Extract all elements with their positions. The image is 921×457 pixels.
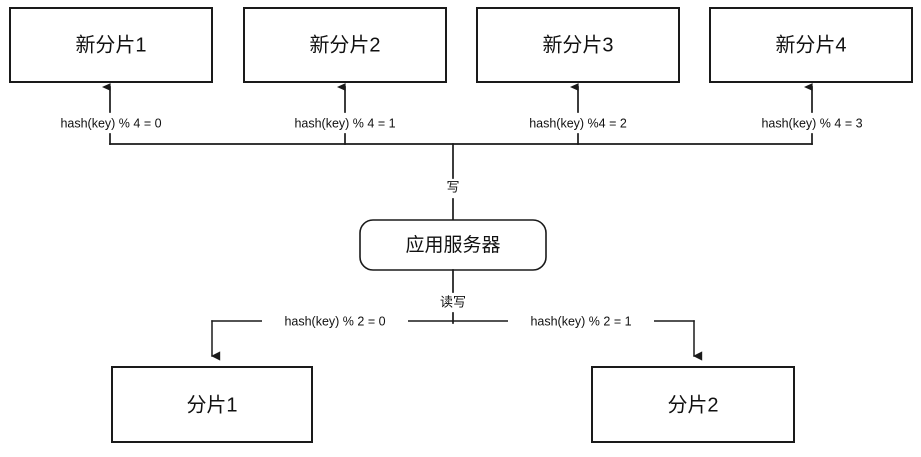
application-server-label: 应用服务器 xyxy=(405,234,500,256)
old-shard-box-1[interactable] xyxy=(111,366,313,443)
new-shard-node-2[interactable]: 新分片2 xyxy=(243,7,447,83)
hash2-label-bg-1 xyxy=(262,312,408,330)
readwrite-label: 读写 xyxy=(440,294,466,309)
new-shard-label-3: 新分片3 xyxy=(542,33,613,56)
write-label: 写 xyxy=(446,179,459,194)
new-shard-box-2[interactable] xyxy=(243,7,447,83)
old-shard-node-2[interactable]: 分片2 xyxy=(591,366,795,443)
new-shard-label-2: 新分片2 xyxy=(309,33,380,56)
new-shard-label-1: 新分片1 xyxy=(75,33,146,56)
hash-label-bg-4 xyxy=(737,114,887,132)
hash-label-bg-2 xyxy=(270,114,420,132)
new-shard-node-4[interactable]: 新分片4 xyxy=(709,7,913,83)
hash2-label-1: hash(key) % 2 = 0 xyxy=(284,314,385,328)
new-shard-node-1[interactable]: 新分片1 xyxy=(9,7,213,83)
old-shard-box-2[interactable] xyxy=(591,366,795,443)
old-shard-node-1[interactable]: 分片1 xyxy=(111,366,313,443)
hash2-label-bg-2 xyxy=(508,312,654,330)
hash-label-4: hash(key) % 4 = 3 xyxy=(761,116,862,130)
old-shard-label-2: 分片2 xyxy=(667,393,718,416)
new-shard-box-4[interactable] xyxy=(709,7,913,83)
new-shard-label-4: 新分片4 xyxy=(775,33,846,56)
hash-label-1: hash(key) % 4 = 0 xyxy=(60,116,161,130)
new-shard-node-3[interactable]: 新分片3 xyxy=(476,7,680,83)
hash2-label-2: hash(key) % 2 = 1 xyxy=(530,314,631,328)
application-server-node[interactable]: 应用服务器 xyxy=(359,219,547,271)
new-shard-box-3[interactable] xyxy=(476,7,680,83)
hash-label-2: hash(key) % 4 = 1 xyxy=(294,116,395,130)
new-shard-box-1[interactable] xyxy=(9,7,213,83)
hash-label-bg-3 xyxy=(505,114,651,132)
hash-label-3: hash(key) %4 = 2 xyxy=(529,116,627,130)
old-shard-label-1: 分片1 xyxy=(186,393,237,416)
hash-label-bg-1 xyxy=(36,114,186,132)
